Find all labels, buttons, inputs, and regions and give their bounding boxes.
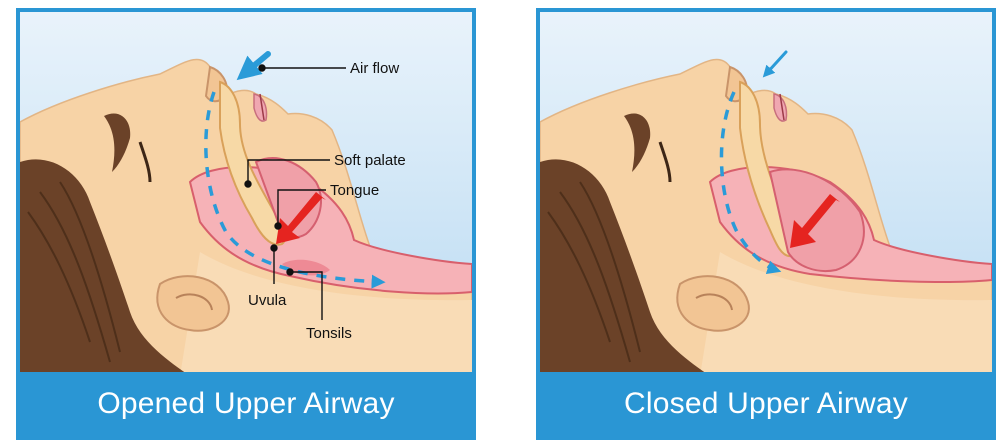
neck (700, 252, 992, 376)
airflow-path-blocked (719, 91, 782, 274)
hair-strands (547, 181, 641, 363)
opened-airway-caption: Opened Upper Airway (20, 372, 472, 436)
closed-eye (658, 141, 672, 183)
hair-strands (27, 181, 121, 363)
leader-lines (244, 64, 346, 320)
closed-airway-caption: Closed Upper Airway (540, 372, 992, 436)
label-soft-palate: Soft palate (334, 152, 406, 169)
label-uvula: Uvula (248, 292, 287, 309)
hair (20, 159, 190, 376)
label-air-flow: Air flow (350, 60, 399, 77)
pressure-arrow (790, 194, 840, 248)
closed-airway-illustration (540, 12, 992, 376)
closed-airway-panel: Closed Upper Airway (536, 8, 996, 440)
ear (156, 275, 230, 332)
label-tonsils: Tonsils (306, 325, 352, 342)
airflow-path (204, 91, 386, 289)
airflow-arrow-in (236, 51, 271, 81)
hair (540, 159, 710, 376)
closed-eye (138, 141, 152, 183)
eyebrow (104, 113, 131, 172)
label-tongue: Tongue (330, 182, 379, 199)
opened-airway-panel: Air flow Soft palate Tongue Uvula Tonsil… (16, 8, 476, 440)
eyebrow (624, 113, 651, 172)
neck (180, 252, 472, 376)
airflow-arrow-in (762, 50, 788, 78)
ear-inner (695, 293, 733, 311)
pressure-arrow (276, 192, 326, 244)
opened-airway-illustration: Air flow Soft palate Tongue Uvula Tonsil… (20, 12, 472, 376)
ear (676, 275, 750, 332)
ear-inner (175, 293, 213, 311)
